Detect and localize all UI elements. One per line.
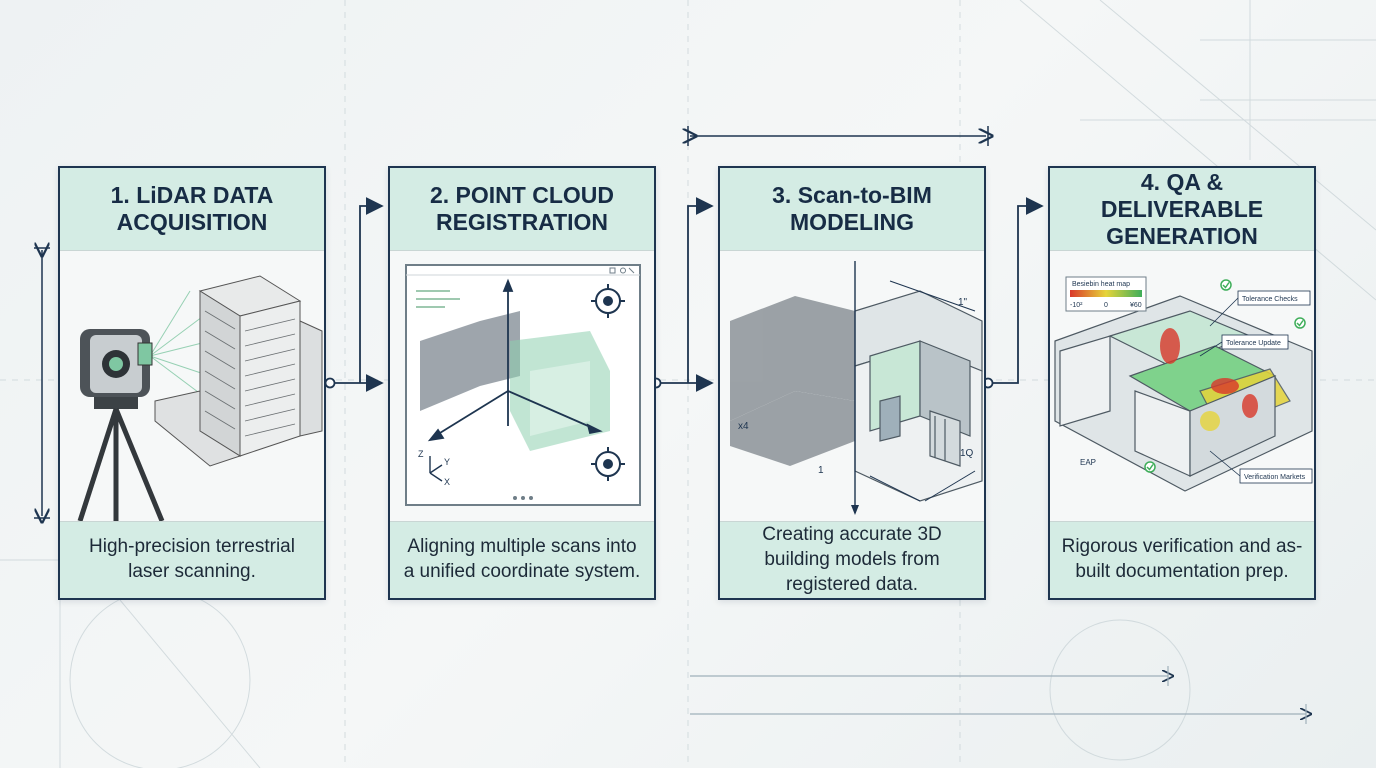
scanner-building-icon [60,251,324,521]
bim-model-half [855,291,982,501]
dimension-label-top: 1" [958,297,968,308]
heatmap-legend-title: Besiebin heat map [1072,281,1130,288]
connector-3-4 [984,206,1043,388]
step-1-card: 1. LiDAR DATA ACQUISITION [58,166,326,600]
callout-tolerance-update: Tolerance Update [1226,340,1281,347]
callout-tolerance-check: Tolerance Checks [1242,296,1298,303]
dimension-label: EAP [1080,458,1096,467]
step-2-title: 2. POINT CLOUD REGISTRATION [390,168,654,250]
step-2-card: 2. POINT CLOUD REGISTRATION [388,166,656,600]
left-dimension-line [34,248,50,518]
step-4-title: 4. QA & DELIVERABLE GENERATION [1050,168,1314,250]
axis-x-label: X [444,477,450,487]
step-3-card: 3. Scan-to-BIM MODELING [718,166,986,600]
axis-z-label: Z [418,449,424,459]
heatmap-legend-min: -10² [1070,302,1083,309]
step-3-description: Creating accurate 3D building models fro… [720,520,984,598]
point-cloud-half [730,296,855,466]
lidar-scanner-illustration [60,250,324,522]
axis-y-label: Y [444,457,450,467]
step-3-title: 3. Scan-to-BIM MODELING [720,168,984,250]
callout-verification-markers: Verification Markets [1244,474,1306,481]
qa-heatmap-illustration: Besiebin heat map -10² 0 ¥60 Tolerance C… [1050,250,1314,522]
heatmap-legend-max: ¥60 [1130,302,1142,309]
dimension-label-bottom: 1 [818,465,824,476]
point-cloud-window-illustration: Z Y X [390,250,654,522]
laser-scanner [80,329,152,409]
step-4-description: Rigorous verification and as-built docum… [1050,520,1314,598]
connector-1-2 [326,206,383,388]
bottom-dimension-lines [690,666,1306,724]
dimension-label-right: 1Q [960,448,974,459]
step-1-description: High-precision terrestrial laser scannin… [60,520,324,598]
point-cloud-green [510,331,610,451]
dimension-label-left: x4 [738,421,749,432]
heatmap-legend-mid: 0 [1104,302,1108,309]
step-2-description: Aligning multiple scans into a unified c… [390,520,654,598]
step-1-title: 1. LiDAR DATA ACQUISITION [60,168,324,250]
top-dimension-line [688,126,988,146]
connector-2-3 [652,206,713,388]
step-4-card: 4. QA & DELIVERABLE GENERATION [1048,166,1316,600]
scan-to-bim-illustration: 1" 1 x4 1Q [720,250,984,522]
